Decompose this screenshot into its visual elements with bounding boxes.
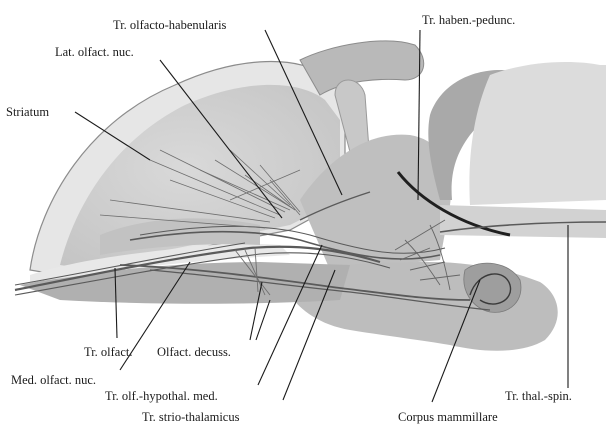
label-tr-strio-thalamicus: Tr. strio-thalamicus xyxy=(142,410,240,424)
label-olfact-decuss: Olfact. decuss. xyxy=(157,345,231,359)
label-tr-olfact: Tr. olfact. xyxy=(84,345,133,359)
label-lat-olfact-nuc: Lat. olfact. nuc. xyxy=(55,45,134,59)
label-tr-olf-hypothal-med: Tr. olf.-hypothal. med. xyxy=(105,389,218,403)
leader-olfact-decuss-2 xyxy=(256,300,270,340)
label-tr-haben-pedunc: Tr. haben.-pedunc. xyxy=(422,13,515,27)
label-corpus-mammillare: Corpus mammillare xyxy=(398,410,498,424)
brain-tissue xyxy=(20,41,606,351)
label-med-olfact-nuc: Med. olfact. nuc. xyxy=(11,373,96,387)
label-tr-olfacto-habenularis: Tr. olfacto-habenularis xyxy=(113,18,227,32)
label-striatum: Striatum xyxy=(6,105,49,119)
midbrain-light xyxy=(469,62,606,205)
label-tr-thal-spin: Tr. thal.-spin. xyxy=(505,389,572,403)
